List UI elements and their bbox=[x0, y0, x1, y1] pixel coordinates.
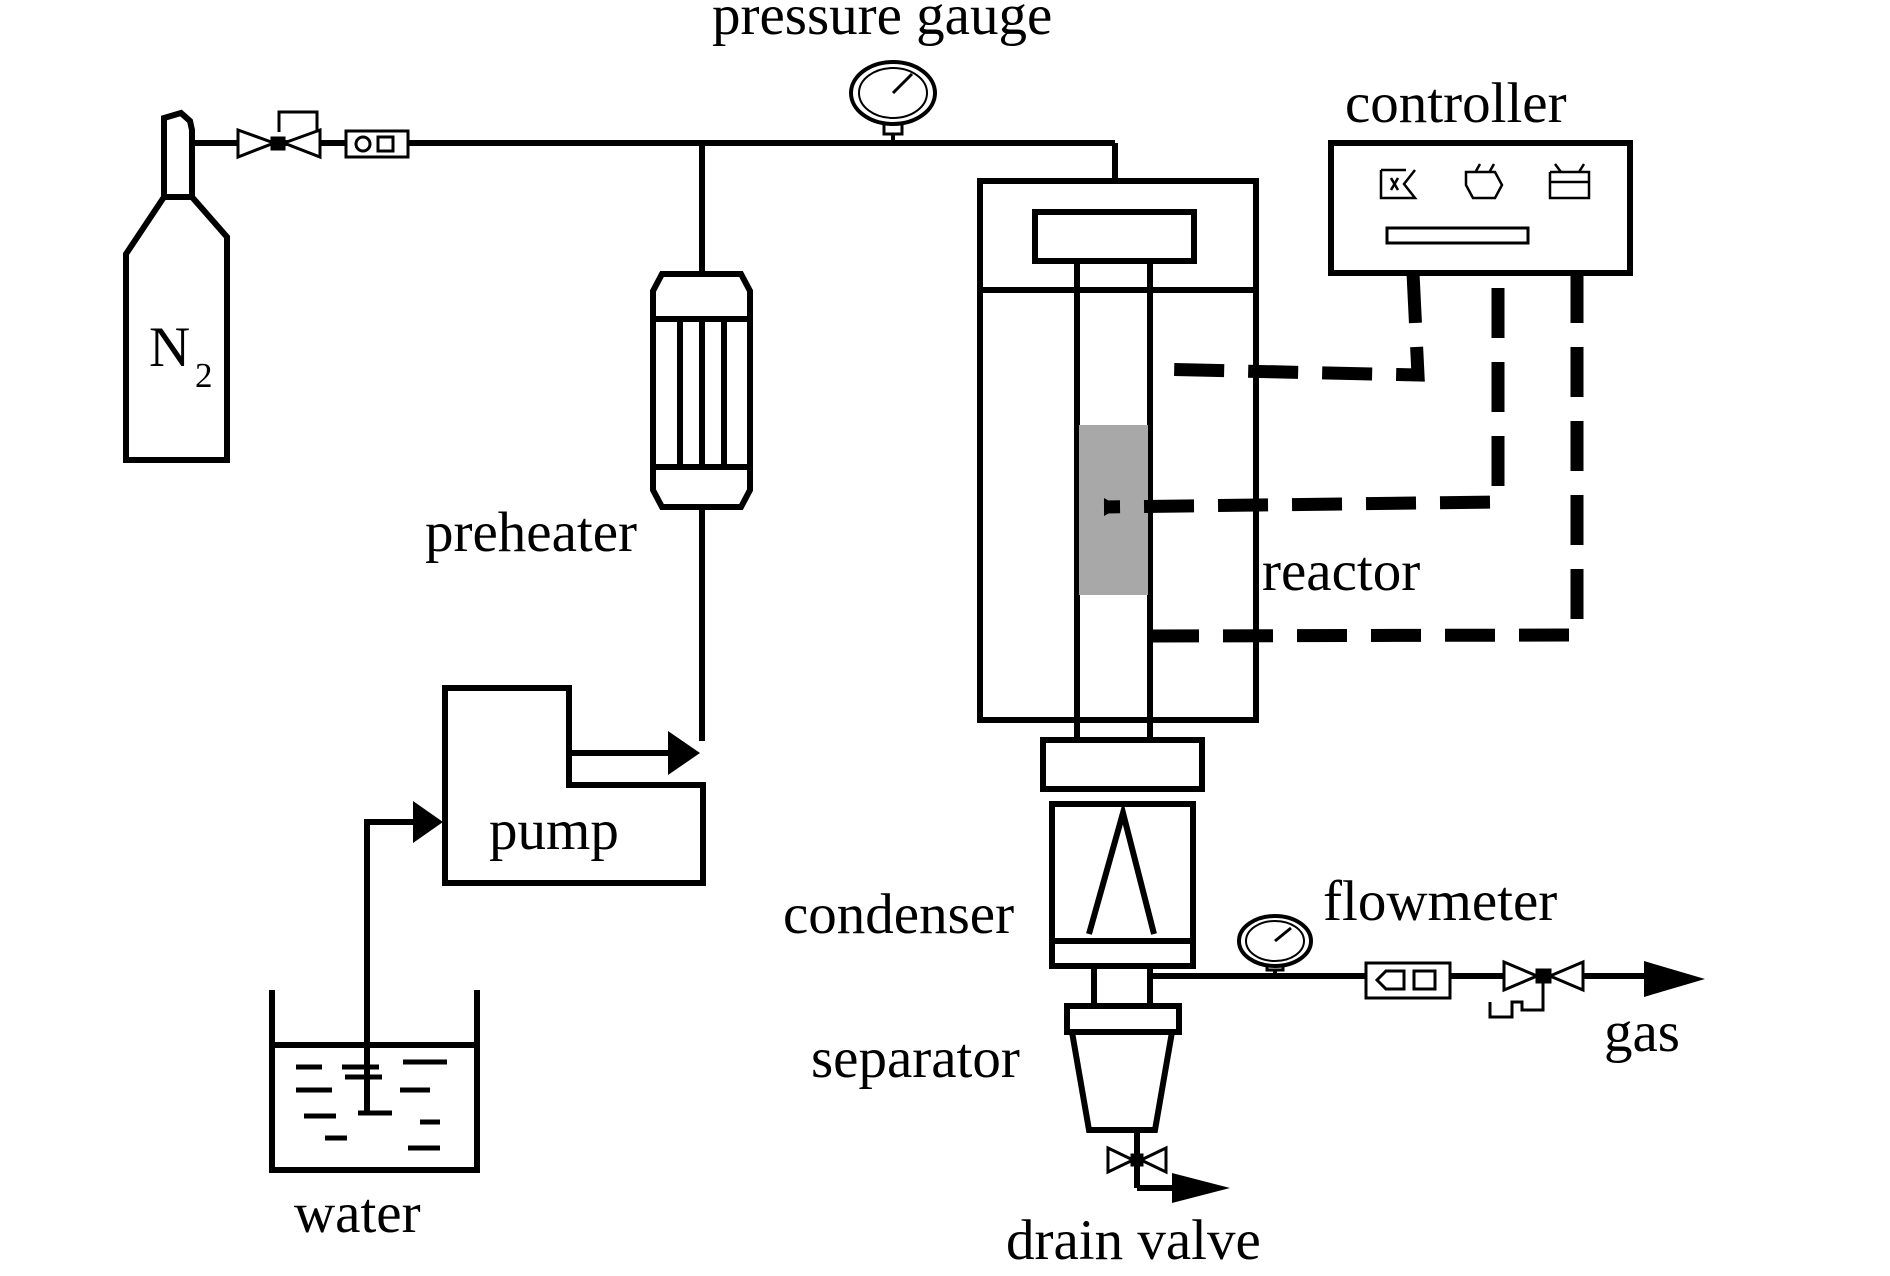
controller-label: controller bbox=[1345, 72, 1567, 135]
pump-unit bbox=[442, 685, 706, 886]
pressure-gauge-label: pressure gauge bbox=[712, 0, 1052, 47]
water-label: water bbox=[294, 1182, 421, 1245]
separator-unit bbox=[1064, 1003, 1182, 1133]
controller-wiring bbox=[1103, 272, 1584, 643]
pump-inlet-arrow bbox=[413, 801, 443, 843]
drain-valve-icon[interactable] bbox=[1106, 1145, 1168, 1175]
gas-outlet-label: gas bbox=[1604, 1001, 1680, 1064]
pressure-gauge-top-icon bbox=[849, 60, 937, 143]
outlet-valve-icon[interactable] bbox=[1488, 959, 1585, 1019]
water-suction-line bbox=[364, 819, 415, 1113]
outlet-flowmeter-icon bbox=[1364, 961, 1452, 1000]
drain-arrow bbox=[1172, 1173, 1230, 1203]
flowmeter-label: flowmeter bbox=[1323, 870, 1557, 933]
nitrogen-cylinder bbox=[123, 109, 230, 463]
condenser-label: condenser bbox=[783, 883, 1014, 946]
preheater-unit bbox=[650, 271, 753, 510]
reactor-unit bbox=[977, 178, 1259, 792]
n2-label: N bbox=[149, 316, 190, 379]
drain-valve-label: drain valve bbox=[1006, 1209, 1261, 1272]
condenser-outlet-line bbox=[1091, 966, 1153, 1006]
controller-unit bbox=[1328, 140, 1633, 276]
thermocouple-tip bbox=[1104, 498, 1120, 516]
pump-label: pump bbox=[489, 799, 619, 862]
preheater-label: preheater bbox=[425, 501, 637, 564]
gas-vent-arrow bbox=[1644, 961, 1705, 997]
reactor-label: reactor bbox=[1262, 540, 1420, 603]
inlet-valve-icon[interactable] bbox=[236, 110, 322, 160]
inlet-flowmeter-icon bbox=[344, 129, 410, 159]
condenser-unit bbox=[1049, 801, 1196, 969]
pump-outlet-arrow bbox=[668, 731, 700, 775]
separator-label: separator bbox=[811, 1027, 1020, 1090]
pressure-gauge-outlet-icon bbox=[1237, 914, 1313, 976]
water-tank bbox=[269, 990, 480, 1173]
n2-subscript: 2 bbox=[195, 356, 213, 395]
controller-indicator-icons bbox=[1379, 163, 1591, 200]
